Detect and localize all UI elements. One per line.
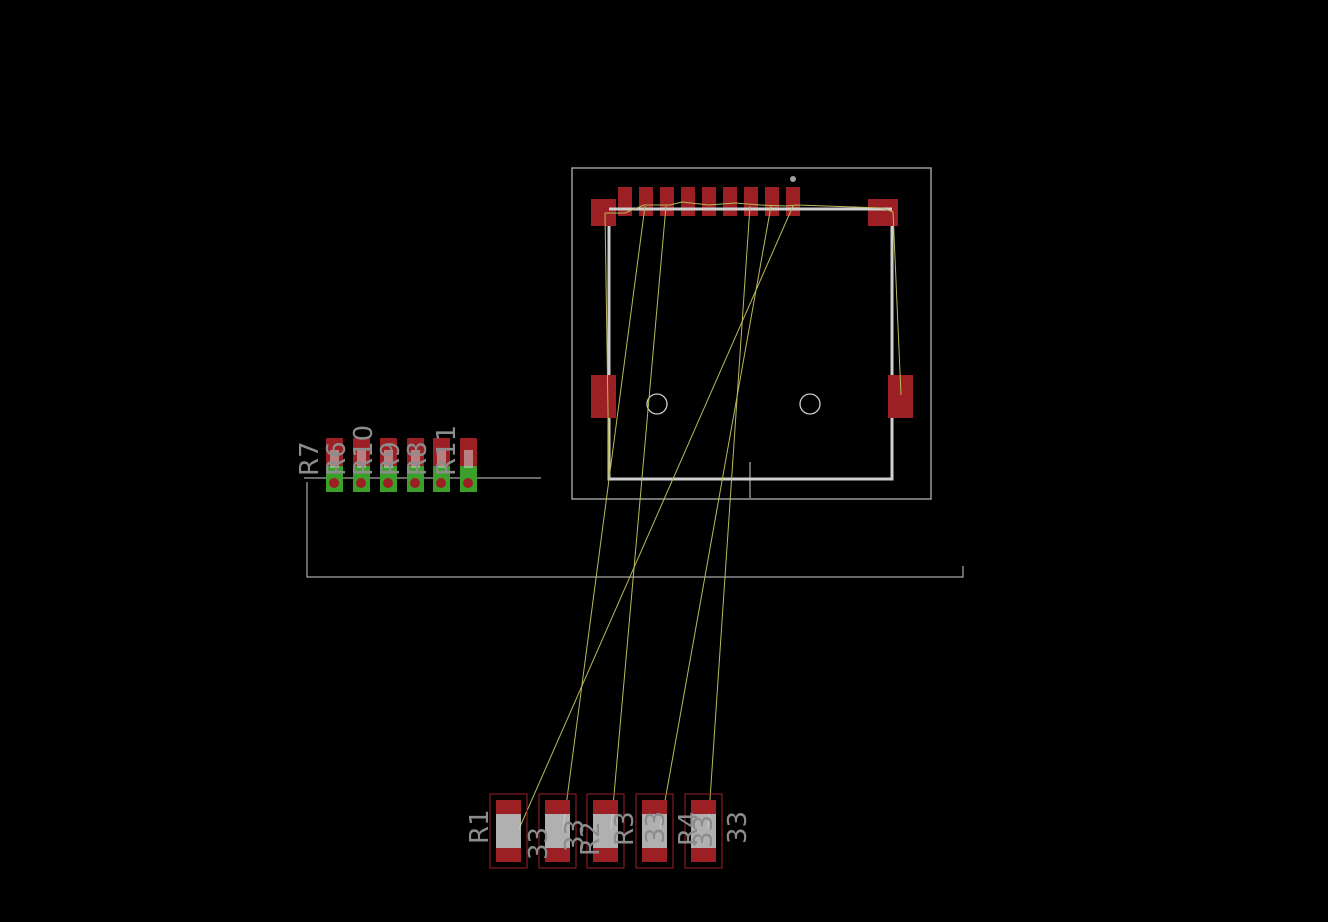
- resistor-r10[interactable]: [353, 438, 370, 492]
- pad-shield-bottom-left[interactable]: [591, 375, 616, 418]
- resistor-r1[interactable]: [489, 793, 528, 869]
- connector-signal-pads[interactable]: [618, 187, 800, 216]
- label-r4: R4: [674, 811, 704, 846]
- pad-5[interactable]: [702, 187, 716, 216]
- resistor-r2[interactable]: [538, 793, 577, 869]
- resistor-array-bottom[interactable]: [489, 793, 723, 869]
- label-r2: R2: [576, 821, 606, 856]
- resistor-r4[interactable]: [635, 793, 674, 869]
- resistor-r6[interactable]: [326, 438, 343, 492]
- resistor-labels-top: R7 R6 R10 R9 R8 R11: [295, 425, 462, 476]
- pad-9[interactable]: [786, 187, 800, 216]
- sd-card-connector[interactable]: [571, 167, 932, 500]
- pad-1[interactable]: [618, 187, 632, 216]
- pad-7[interactable]: [744, 187, 758, 216]
- pad-4[interactable]: [681, 187, 695, 216]
- label-r2-value: 33: [560, 819, 590, 852]
- label-r8: R8: [403, 441, 433, 476]
- mount-hole-left: [646, 393, 668, 415]
- label-r9: R9: [376, 441, 406, 476]
- label-r7: R7: [295, 441, 325, 476]
- label-r1-value: 33: [524, 827, 554, 860]
- label-r4-value: 33: [689, 815, 719, 848]
- label-r11: R11: [432, 425, 462, 476]
- resistor-r11[interactable]: [433, 438, 450, 492]
- pad-8[interactable]: [765, 187, 779, 216]
- label-r3: R3: [610, 811, 640, 846]
- resistor-r8[interactable]: [407, 438, 424, 492]
- resistor-labels-bottom: R1 33 33 R2 R3 33 R4 33 33: [465, 809, 753, 860]
- mount-hole-right: [799, 393, 821, 415]
- pad-6[interactable]: [723, 187, 737, 216]
- resistor-extra[interactable]: [460, 438, 477, 492]
- label-r1: R1: [465, 809, 495, 844]
- resistor-array-top[interactable]: [326, 438, 477, 492]
- airwires: [518, 201, 902, 830]
- pad-2[interactable]: [639, 187, 653, 216]
- pin1-marker: [790, 176, 796, 182]
- resistor-r9[interactable]: [380, 438, 397, 492]
- label-r3-value: 33: [641, 811, 671, 844]
- label-r5-value: 33: [723, 811, 753, 844]
- resistor-r5[interactable]: [684, 793, 723, 869]
- label-r10: R10: [349, 425, 379, 476]
- pad-3[interactable]: [660, 187, 674, 216]
- resistor-r3[interactable]: [586, 793, 625, 869]
- label-r6: R6: [322, 441, 352, 476]
- connector-courtyard: [571, 167, 932, 500]
